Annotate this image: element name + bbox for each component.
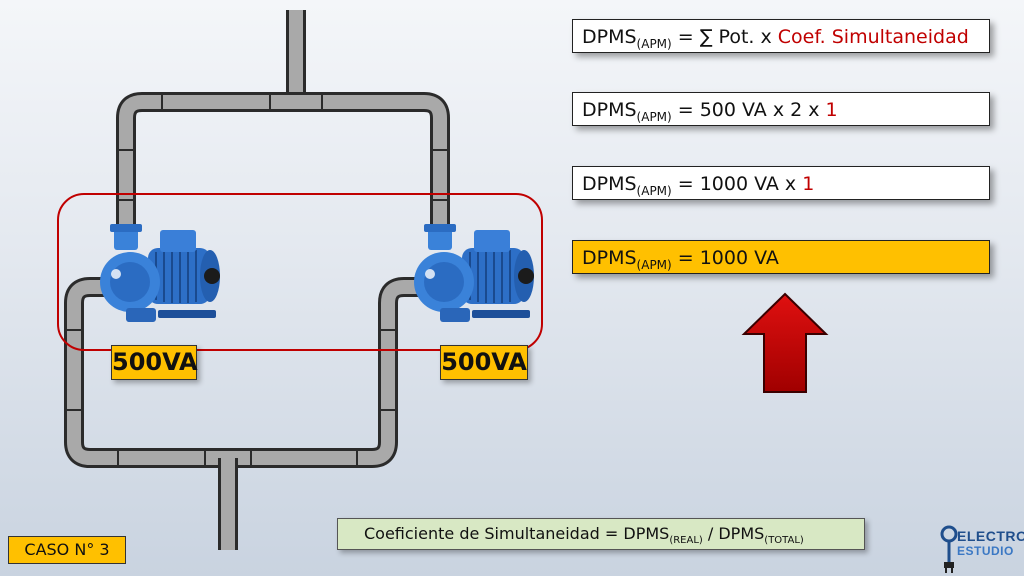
definition-subscript-real: (REAL) — [669, 535, 703, 546]
definition-text: Coeficiente de Simultaneidad = DPMS — [364, 524, 670, 543]
formula-expression: = 1000 VA — [671, 247, 779, 269]
formula-expression: = 1000 VA x — [671, 173, 803, 195]
pump-icon — [414, 224, 534, 322]
definition-subscript-total: (TOTAL) — [764, 535, 804, 546]
formula-term: DPMS — [582, 173, 637, 195]
formula-coefficient: 1 — [825, 99, 838, 121]
pump-power-label: 500VA — [440, 345, 528, 380]
formula-general: DPMS(APM) = ∑ Pot. x Coef. Simultaneidad — [572, 19, 990, 53]
formula-coefficient: 1 — [802, 173, 815, 195]
formula-subscript: (APM) — [636, 110, 672, 124]
pipe-top-loop — [116, 92, 450, 228]
formula-term: DPMS — [582, 26, 637, 48]
formula-substituted: DPMS(APM) = 500 VA x 2 x 1 — [572, 92, 990, 126]
formula-subscript: (APM) — [636, 184, 672, 198]
plug-icon — [940, 525, 958, 573]
electro-estudio-logo: ELECTRO ESTUDIO — [940, 522, 1024, 574]
formula-term: DPMS — [582, 99, 637, 121]
formula-simplified: DPMS(APM) = 1000 VA x 1 — [572, 166, 990, 200]
formula-term: DPMS — [582, 247, 637, 269]
logo-line-1: ELECTRO — [957, 528, 1024, 544]
formula-subscript: (APM) — [636, 258, 672, 272]
definition-divider: / DPMS — [702, 524, 765, 543]
formula-expression: = 500 VA x 2 x — [671, 99, 826, 121]
formula-expression: = ∑ Pot. x — [671, 26, 778, 48]
formula-result: DPMS(APM) = 1000 VA — [572, 240, 990, 274]
formula-coefficient: Coef. Simultaneidad — [777, 26, 969, 48]
pump-power-label: 500VA — [111, 345, 198, 380]
case-label: CASO N° 3 — [8, 536, 126, 564]
arrow-up-icon — [741, 292, 829, 393]
pump-icon — [100, 224, 220, 322]
coefficient-definition: Coeficiente de Simultaneidad = DPMS(REAL… — [337, 518, 865, 550]
formula-subscript: (APM) — [636, 37, 672, 51]
logo-line-2: ESTUDIO — [957, 544, 1014, 558]
